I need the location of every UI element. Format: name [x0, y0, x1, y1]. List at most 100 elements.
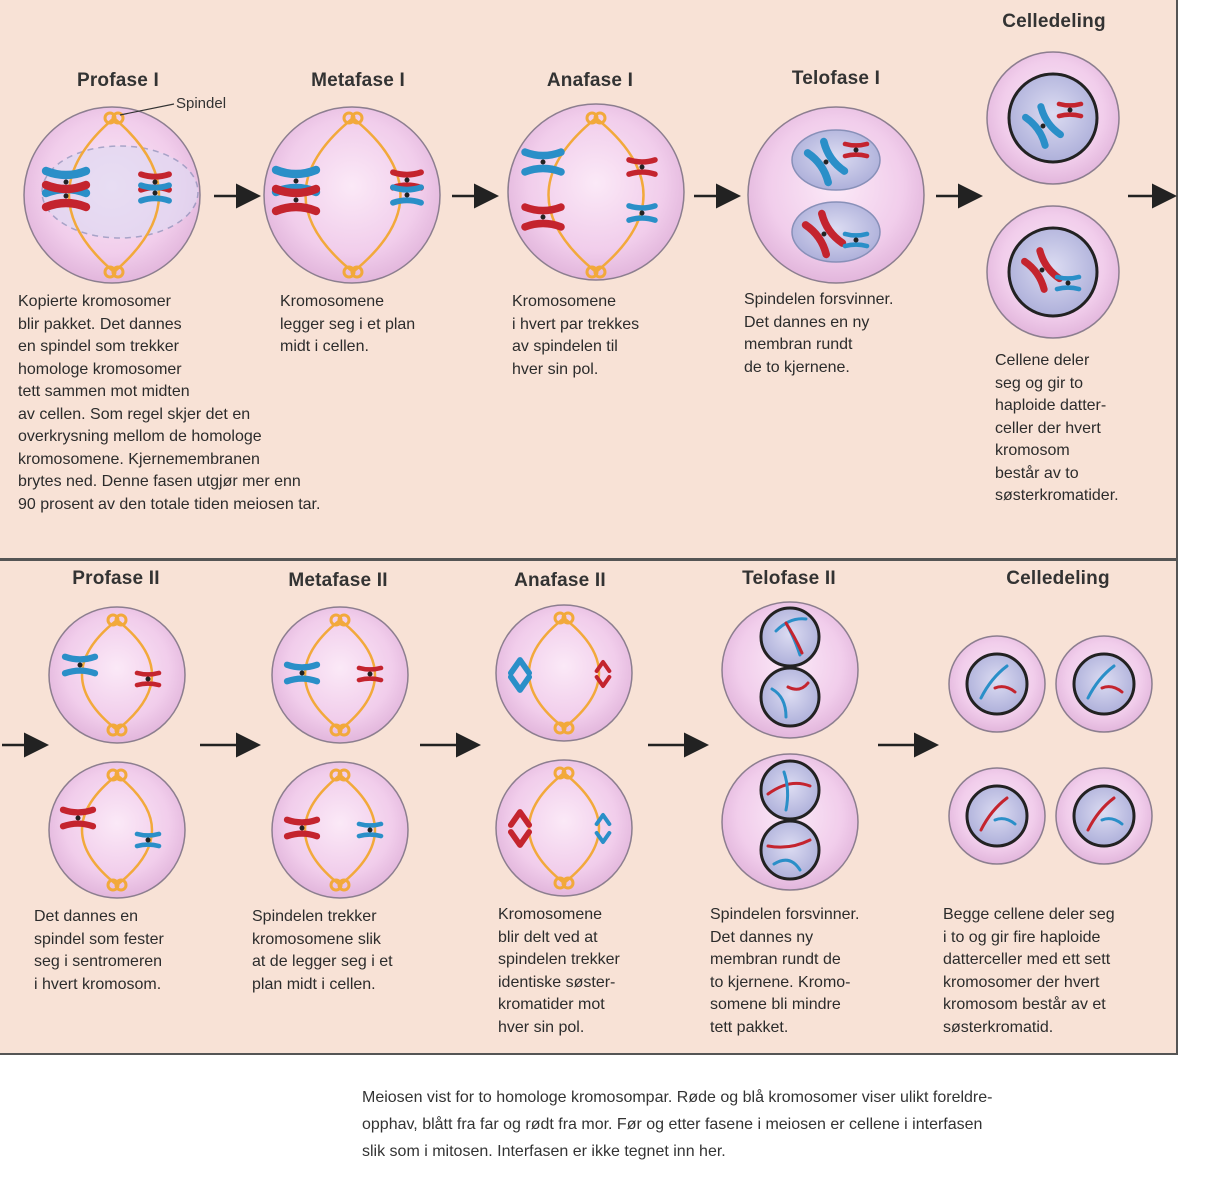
stage-title-profase-ii: Profase II	[72, 568, 160, 589]
chromosome	[134, 831, 162, 849]
centrosome	[553, 876, 567, 890]
centrosome	[114, 723, 128, 737]
stage-desc-line: søsterkromatid.	[943, 1018, 1054, 1036]
stage-desc-line: i to og gir fire haploide	[943, 928, 1101, 946]
stage-desc-line: Kromosomene	[512, 293, 617, 310]
centrosome	[103, 111, 117, 125]
stage-desc-line: seg og gir to	[995, 374, 1084, 392]
centrosome	[342, 111, 356, 125]
spindle-fiber	[339, 619, 377, 731]
stage-desc-line: homologe kromosomer	[18, 360, 182, 378]
centrosome	[585, 111, 599, 125]
stage-desc-line: kromosomene. Kjernemembranen	[18, 450, 260, 468]
centrosome	[561, 721, 575, 735]
stage-desc-line: spindel som fester	[34, 930, 164, 948]
chromatid	[594, 659, 612, 674]
decondensed-chromosome	[766, 781, 812, 796]
stage-desc-line: Begge cellene deler seg	[943, 906, 1115, 923]
centrosome	[337, 613, 351, 627]
stage-desc-celledeling-ii: Begge cellene deler seg i to og gir fire …	[943, 904, 1115, 1039]
stage-desc-line: membran rundt	[744, 336, 853, 353]
stage-desc-line: brytes ned. Denne fasen utgjør mer enn	[18, 473, 301, 490]
centrosome	[111, 111, 125, 125]
spindle-label: Spindel	[176, 95, 227, 112]
stage-desc-line: kromosom	[995, 442, 1070, 459]
decondensed-chromosome	[766, 838, 812, 849]
chromatid	[507, 657, 533, 676]
chromosome	[1054, 274, 1082, 292]
caption-line: Meiosen vist for to homologe kromosompar…	[362, 1089, 993, 1106]
stage-title-celledeling-ii: Celledeling	[1006, 568, 1110, 589]
stage-desc-line: kromosomene slik	[252, 930, 381, 948]
decondensed-chromosome	[979, 796, 1009, 832]
stage-title-anafase-ii: Anafase II	[514, 570, 606, 591]
chromosome	[283, 661, 321, 685]
stage-desc-line: kromatider mot	[498, 996, 605, 1013]
stage-desc-celledeling-i: Cellene deler seg og gir to haploide datte…	[995, 350, 1119, 508]
leader-line	[119, 103, 175, 116]
stage-desc-line: i hvert kromosom.	[34, 975, 162, 993]
decondensed-chromosome	[993, 685, 1017, 694]
cell-membrane	[507, 103, 685, 281]
chromatid	[594, 812, 612, 827]
centrosome	[350, 265, 364, 279]
centrosome	[329, 613, 343, 627]
cell-membrane	[271, 606, 409, 744]
stage-desc-line: Det dannes en ny	[744, 313, 870, 331]
centrosome	[342, 265, 356, 279]
spindle-fiber	[547, 117, 597, 273]
cell-membrane	[263, 106, 441, 284]
stage-desc-line: plan midt i cellen.	[252, 975, 376, 993]
centrosome	[337, 768, 351, 782]
chromosome	[134, 670, 162, 688]
nucleus	[1007, 72, 1099, 164]
spindle-fiber	[303, 774, 341, 886]
spindle-fiber	[563, 772, 601, 884]
spindle-fiber	[113, 117, 161, 273]
stage-title-celledeling-i: Celledeling	[1002, 11, 1106, 32]
stage-desc-line: Cellene deler	[995, 352, 1090, 369]
chromosome	[521, 203, 565, 231]
centrosome	[561, 766, 575, 780]
nucleus	[759, 606, 821, 668]
chromosome	[41, 180, 91, 212]
chromosome	[521, 148, 565, 176]
centrosome	[106, 723, 120, 737]
chromatid	[594, 674, 612, 689]
stage-desc-line: haploide datter-	[995, 397, 1107, 414]
stage-desc-line: Spindelen forsvinner.	[710, 906, 860, 923]
chromosome	[271, 184, 321, 216]
centrosome	[337, 723, 351, 737]
centrosome	[106, 613, 120, 627]
stage-desc-line: i hvert par trekkes	[512, 315, 640, 333]
stage-desc-line: av spindelen til	[512, 338, 618, 355]
centrosome	[106, 768, 120, 782]
stage-desc-telofase-i: Spindelen forsvinner. Det dannes en ny mem…	[744, 289, 893, 379]
stage-desc-line: 90 prosent av den totale tiden meiosen t…	[18, 495, 321, 513]
stage-desc-line: at de legger seg i et	[252, 953, 393, 970]
spindle-fiber	[595, 117, 645, 273]
chromatid	[507, 674, 533, 693]
stage-desc-line: hver sin pol.	[512, 360, 599, 378]
stage-desc-line: kromosom består av et	[943, 996, 1106, 1013]
stage-desc-line: Kromosomene	[498, 906, 603, 923]
nucleus	[759, 666, 821, 728]
nucleus	[965, 784, 1029, 848]
centrosome	[329, 723, 343, 737]
stage-desc-line: Spindelen forsvinner.	[744, 291, 894, 308]
spindle-fiber	[303, 619, 341, 731]
chromosome	[842, 141, 870, 159]
stage-desc-line: identiske søster-	[498, 973, 616, 991]
caption-line: slik som i mitosen. Interfasen er ikke t…	[362, 1143, 726, 1160]
stage-title-metafase-ii: Metafase II	[288, 570, 388, 591]
stage-desc-line: de to kjernene.	[744, 358, 850, 376]
chromosome	[1022, 103, 1064, 149]
centrosome	[553, 721, 567, 735]
decondensed-chromosome	[772, 858, 802, 872]
centrosome	[593, 111, 607, 125]
spindle-fiber	[67, 117, 115, 273]
